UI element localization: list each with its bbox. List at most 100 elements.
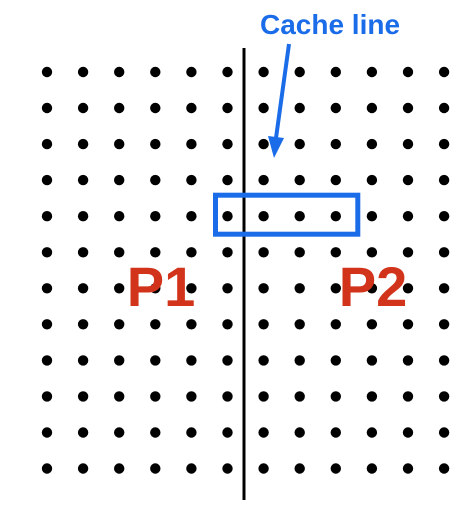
grid-dot: [402, 102, 414, 114]
grid-dot: [77, 247, 89, 258]
grid-dot: [402, 138, 414, 150]
grid-dot: [294, 391, 305, 402]
grid-dot: [438, 427, 450, 438]
cache-line-box: [213, 192, 361, 237]
grid-dot: [438, 283, 450, 294]
grid-dot: [222, 102, 233, 114]
grid-dot: [330, 355, 341, 366]
arrow-head: [268, 136, 284, 158]
grid-dot: [77, 138, 89, 150]
grid-dot: [186, 427, 197, 438]
grid-dot: [41, 174, 53, 186]
grid-dot: [294, 463, 305, 474]
grid-dot: [330, 427, 341, 438]
grid-dot: [402, 427, 414, 438]
grid-dot: [150, 463, 161, 474]
grid-dot: [258, 66, 269, 78]
grid-dot: [77, 66, 89, 78]
grid-dot: [438, 211, 450, 222]
grid-dot: [294, 427, 305, 438]
grid-dot: [77, 174, 89, 186]
grid-dot: [150, 211, 161, 222]
grid-dot: [366, 211, 378, 222]
grid-dot: [150, 247, 161, 258]
grid-dot: [258, 247, 269, 258]
grid-dot: [186, 247, 197, 258]
grid-dot: [41, 463, 53, 474]
grid-dot: [438, 391, 450, 402]
grid-dot: [294, 283, 305, 294]
grid-dot: [150, 66, 161, 78]
grid-dot: [402, 355, 414, 366]
grid-dot: [186, 102, 197, 114]
grid-dot: [438, 138, 450, 150]
grid-dot: [114, 102, 125, 114]
grid-dot: [41, 138, 53, 150]
grid-dot: [150, 427, 161, 438]
grid-dot: [77, 283, 89, 294]
grid-dot: [258, 283, 269, 294]
grid-dot: [402, 391, 414, 402]
grid-dot: [258, 391, 269, 402]
grid-dot: [41, 355, 53, 366]
region-label-p1: P1: [127, 255, 196, 318]
arrow-shaft: [274, 43, 291, 139]
grid-dot: [114, 355, 125, 366]
grid-dot: [366, 463, 378, 474]
grid-dot: [222, 463, 233, 474]
grid-dot: [402, 319, 414, 330]
grid-dot: [186, 283, 197, 294]
grid-dot: [114, 138, 125, 150]
grid-dot: [366, 319, 378, 330]
grid-dot: [366, 138, 378, 150]
grid-dot: [186, 391, 197, 402]
grid-dot: [41, 66, 53, 78]
grid-dot: [222, 427, 233, 438]
grid-dot: [330, 66, 341, 78]
grid-dot: [402, 66, 414, 78]
grid-dot: [41, 427, 53, 438]
grid-dot: [77, 211, 89, 222]
grid-dot: [222, 391, 233, 402]
grid-dot: [366, 66, 378, 78]
grid-dot: [402, 463, 414, 474]
grid-dot: [150, 283, 161, 294]
grid-dot: [114, 391, 125, 402]
grid-dot: [222, 247, 233, 258]
grid-dot: [330, 174, 341, 186]
grid-dot: [186, 174, 197, 186]
grid-dot: [294, 66, 305, 78]
grid-dot: [41, 391, 53, 402]
grid-dot: [186, 211, 197, 222]
grid-dot: [186, 355, 197, 366]
cache-line-arrow: [268, 43, 291, 158]
grid-dot: [41, 102, 53, 114]
grid-dot: [41, 247, 53, 258]
grid-dot: [438, 174, 450, 186]
grid-dot: [114, 319, 125, 330]
grid-dot: [258, 102, 269, 114]
grid-dot: [114, 174, 125, 186]
grid-dot: [77, 427, 89, 438]
grid-dot: [186, 66, 197, 78]
grid-dot: [402, 174, 414, 186]
grid-dot: [294, 138, 305, 150]
grid-dot: [438, 102, 450, 114]
grid-dot: [402, 283, 414, 294]
grid-dot: [150, 355, 161, 366]
grid-dot: [77, 102, 89, 114]
grid-dot: [366, 391, 378, 402]
grid-dot: [41, 283, 53, 294]
grid-dot: [186, 319, 197, 330]
grid-dot: [114, 283, 125, 294]
cache-line-label: Cache line: [260, 9, 400, 40]
grid-dot: [150, 174, 161, 186]
grid-dot: [186, 138, 197, 150]
grid-dot: [222, 355, 233, 366]
grid-dot: [330, 319, 341, 330]
grid-dot: [150, 102, 161, 114]
dot-grid: [41, 66, 450, 474]
grid-dot: [330, 211, 341, 222]
